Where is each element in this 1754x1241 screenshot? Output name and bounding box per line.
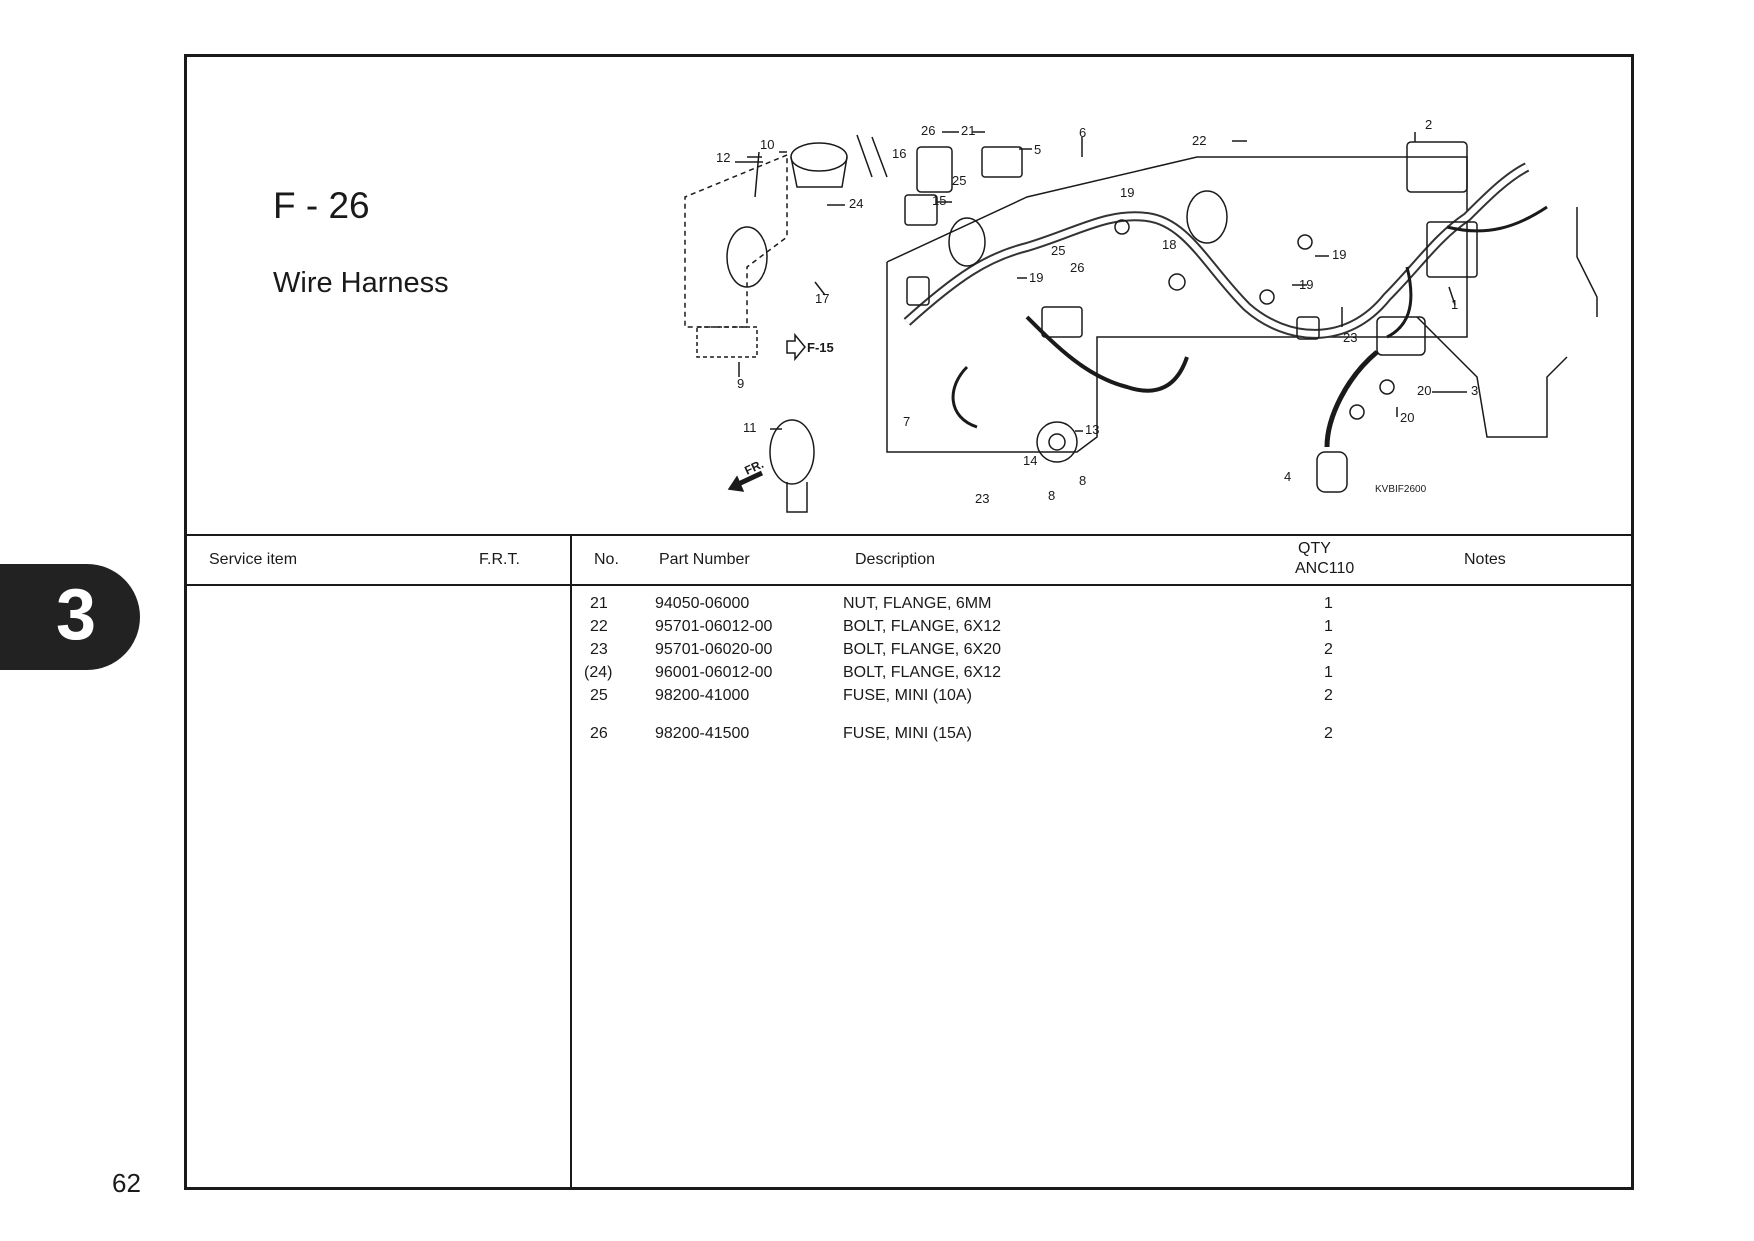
svg-text:15: 15 bbox=[932, 193, 946, 208]
svg-text:5: 5 bbox=[1034, 142, 1041, 157]
svg-text:16: 16 bbox=[892, 146, 906, 161]
row-description: BOLT, FLANGE, 6X20 bbox=[843, 641, 1001, 658]
svg-text:10: 10 bbox=[760, 137, 774, 152]
header-description: Description bbox=[855, 551, 936, 568]
header-service-item: Service item bbox=[209, 551, 298, 568]
parts-page-frame: F - 26 Wire Harness bbox=[184, 54, 1634, 1190]
wire-harness-diagram: 2 1 3 4 5 6 7 8 8 9 10 11 12 13 14 15 16… bbox=[684, 117, 1598, 513]
table-row: 23 95701-06020-00 BOLT, FLANGE, 6X20 2 bbox=[187, 641, 1631, 663]
svg-text:21: 21 bbox=[961, 123, 975, 138]
header-qty-model: ANC110 bbox=[1295, 560, 1355, 577]
row-description: BOLT, FLANGE, 6X12 bbox=[843, 618, 1001, 635]
row-part-number: 94050-06000 bbox=[655, 595, 750, 612]
row-part-number: 95701-06020-00 bbox=[655, 641, 773, 658]
svg-text:1: 1 bbox=[1451, 297, 1458, 312]
svg-text:2: 2 bbox=[1425, 117, 1432, 132]
section-name: Wire Harness bbox=[273, 267, 449, 299]
table-row: 22 95701-06012-00 BOLT, FLANGE, 6X12 1 bbox=[187, 618, 1631, 640]
diagram-code: KVBIF2600 bbox=[1375, 484, 1427, 495]
section-code: F - 26 bbox=[273, 185, 370, 226]
svg-text:17: 17 bbox=[815, 291, 829, 306]
illustration-area: F - 26 Wire Harness bbox=[187, 57, 1631, 536]
svg-text:18: 18 bbox=[1162, 237, 1176, 252]
chapter-tab: 3 bbox=[0, 564, 140, 670]
row-qty: 1 bbox=[1324, 595, 1333, 612]
row-no: 21 bbox=[590, 595, 608, 612]
row-no: (24) bbox=[584, 664, 613, 681]
row-description: NUT, FLANGE, 6MM bbox=[843, 595, 992, 612]
svg-text:19: 19 bbox=[1029, 270, 1043, 285]
table-header: Service item F.R.T. No. Part Number Desc… bbox=[187, 534, 1631, 586]
header-qty: QTY bbox=[1298, 540, 1331, 557]
table-row: 25 98200-41000 FUSE, MINI (10A) 2 bbox=[187, 687, 1631, 709]
page-number: 62 bbox=[112, 1168, 141, 1198]
table-row: (24) 96001-06012-00 BOLT, FLANGE, 6X12 1 bbox=[187, 664, 1631, 686]
svg-text:26: 26 bbox=[1070, 260, 1084, 275]
svg-text:7: 7 bbox=[903, 414, 910, 429]
svg-text:4: 4 bbox=[1284, 469, 1291, 484]
svg-text:14: 14 bbox=[1023, 453, 1037, 468]
column-divider bbox=[570, 534, 572, 1187]
svg-text:12: 12 bbox=[716, 150, 730, 165]
svg-text:13: 13 bbox=[1085, 422, 1099, 437]
svg-text:22: 22 bbox=[1192, 133, 1206, 148]
table-row: 21 94050-06000 NUT, FLANGE, 6MM 1 bbox=[187, 595, 1631, 617]
header-frt: F.R.T. bbox=[479, 551, 520, 568]
row-qty: 1 bbox=[1324, 618, 1333, 635]
table-row: 26 98200-41500 FUSE, MINI (15A) 2 bbox=[187, 725, 1631, 747]
row-no: 26 bbox=[590, 725, 608, 742]
svg-text:23: 23 bbox=[975, 491, 989, 506]
header-part-number: Part Number bbox=[659, 551, 750, 568]
svg-text:23: 23 bbox=[1343, 330, 1357, 345]
svg-text:20: 20 bbox=[1417, 383, 1431, 398]
row-description: FUSE, MINI (15A) bbox=[843, 725, 972, 742]
svg-text:25: 25 bbox=[952, 173, 966, 188]
row-part-number: 96001-06012-00 bbox=[655, 664, 773, 681]
chapter-number: 3 bbox=[56, 575, 97, 655]
row-qty: 1 bbox=[1324, 664, 1333, 681]
svg-text:6: 6 bbox=[1079, 125, 1086, 140]
svg-text:24: 24 bbox=[849, 196, 863, 211]
svg-text:19: 19 bbox=[1120, 185, 1134, 200]
svg-text:3: 3 bbox=[1471, 383, 1478, 398]
row-no: 25 bbox=[590, 687, 608, 704]
row-description: FUSE, MINI (10A) bbox=[843, 687, 972, 704]
svg-text:8: 8 bbox=[1079, 473, 1086, 488]
svg-text:25: 25 bbox=[1051, 243, 1065, 258]
svg-text:8: 8 bbox=[1048, 488, 1055, 503]
reference-label: F-15 bbox=[807, 340, 834, 355]
row-part-number: 98200-41000 bbox=[655, 687, 750, 704]
row-part-number: 98200-41500 bbox=[655, 725, 750, 742]
row-part-number: 95701-06012-00 bbox=[655, 618, 773, 635]
header-no: No. bbox=[594, 551, 619, 568]
row-qty: 2 bbox=[1324, 725, 1333, 742]
svg-text:19: 19 bbox=[1332, 247, 1346, 262]
row-no: 23 bbox=[590, 641, 608, 658]
row-qty: 2 bbox=[1324, 687, 1333, 704]
svg-text:19: 19 bbox=[1299, 277, 1313, 292]
row-qty: 2 bbox=[1324, 641, 1333, 658]
header-notes: Notes bbox=[1464, 551, 1506, 568]
svg-text:11: 11 bbox=[743, 420, 757, 435]
row-description: BOLT, FLANGE, 6X12 bbox=[843, 664, 1001, 681]
row-no: 22 bbox=[590, 618, 608, 635]
svg-text:26: 26 bbox=[921, 123, 935, 138]
svg-text:9: 9 bbox=[737, 376, 744, 391]
svg-text:20: 20 bbox=[1400, 410, 1414, 425]
